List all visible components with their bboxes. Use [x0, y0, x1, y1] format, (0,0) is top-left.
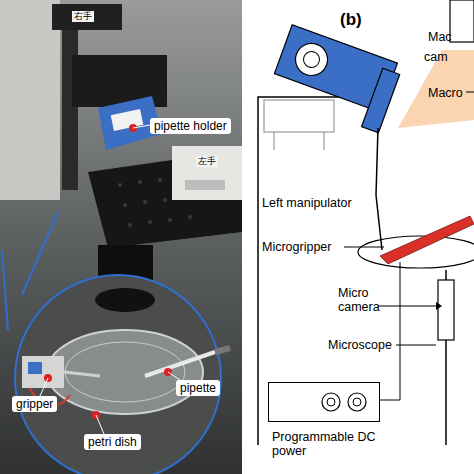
power-supply-body [268, 382, 380, 422]
controller-panel [185, 180, 225, 190]
zoom-line [2, 250, 8, 330]
gripper-blue [28, 362, 42, 374]
leader-lines [40, 125, 180, 434]
component-label: Micro camera [338, 286, 380, 314]
leader-line [466, 92, 474, 93]
macro-camera [450, 0, 474, 42]
power-knobs [269, 383, 379, 421]
part-label: pipette [176, 380, 220, 396]
arrowhead [436, 302, 442, 310]
post [62, 30, 78, 190]
stand-leg [323, 132, 324, 150]
component-label: cam [424, 50, 448, 64]
petri-dish-photo [47, 330, 203, 414]
inset-circle [15, 275, 221, 474]
component-label: Microscope [328, 338, 392, 352]
zoom-line [22, 212, 58, 295]
pipette-photo [145, 352, 215, 376]
gripper-mount [22, 356, 64, 388]
leader-line [378, 306, 436, 307]
stand-leg [273, 132, 274, 150]
part-label: gripper [12, 396, 57, 412]
panel-label: (b) [340, 10, 362, 30]
power-supply-node: Programmable DC power [268, 382, 380, 458]
part-label: petri dish [84, 434, 141, 450]
microgripper-symbol [376, 195, 382, 250]
component-label: Mac [428, 30, 452, 44]
node-label: Programmable DC power [268, 430, 380, 458]
pipette-base [215, 348, 230, 352]
holder-white-part [111, 109, 144, 131]
tent-wall [0, 0, 60, 200]
gripper-arm [376, 128, 378, 195]
manipulator-symbol [268, 25, 404, 133]
leader-line [344, 247, 384, 248]
gripper-tip [64, 372, 100, 376]
manipulator-stand [264, 100, 334, 132]
wire [380, 262, 400, 400]
equipment-tag: 左手 [196, 156, 218, 167]
equipment-tag: 右手 [72, 11, 94, 22]
marker-dots [44, 124, 172, 419]
light-beam [398, 50, 474, 128]
controller-box [172, 146, 242, 200]
leader-line [396, 345, 436, 346]
pipette-symbol [380, 216, 474, 264]
objective [95, 288, 155, 312]
component-label: Left manipulator [262, 196, 352, 210]
schematic-background [243, 0, 474, 474]
top-device [52, 4, 122, 30]
component-label: Macro [428, 86, 463, 100]
petri-rim [65, 342, 185, 402]
part-label: pipette holder [150, 118, 231, 134]
microscope-body [438, 280, 454, 340]
component-label: Microgripper [262, 240, 331, 254]
